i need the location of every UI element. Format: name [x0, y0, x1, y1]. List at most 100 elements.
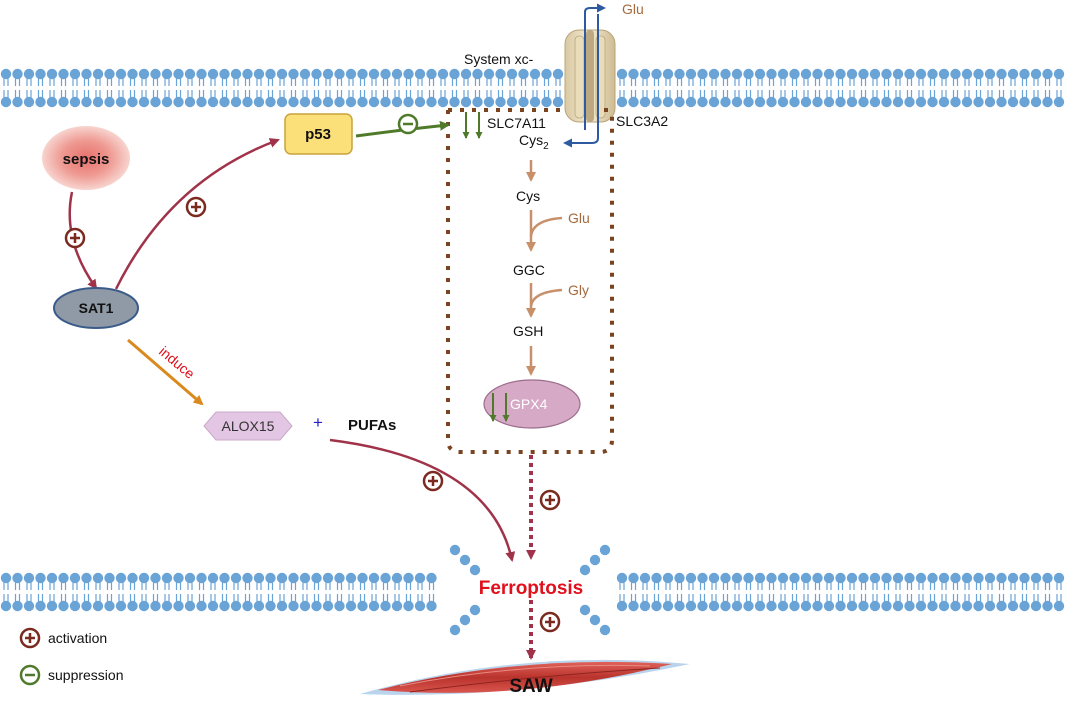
lipid-head [253, 96, 265, 108]
legend-activation-label: activation [48, 630, 107, 646]
lipid-head [299, 68, 311, 80]
lipid-head [127, 572, 138, 584]
ferroptosis-label: Ferroptosis [479, 578, 584, 599]
cys2-import-arrow [563, 14, 599, 148]
lipid-head [996, 68, 1007, 80]
cell-membrane-bottom [0, 544, 1065, 636]
lipid-head [984, 600, 996, 612]
lipid-head [299, 572, 311, 584]
lipid-head [35, 68, 46, 80]
lipid-head [368, 68, 380, 80]
lipid-head [173, 572, 184, 584]
cys2-text: Cys [519, 132, 543, 148]
lipid-head [69, 600, 81, 612]
lipid-head [812, 572, 823, 584]
lipid-head [674, 68, 685, 80]
alox15-pufas-to-ferroptosis-arrow [329, 438, 516, 562]
lipid-head [472, 96, 483, 108]
lipid-head [846, 96, 858, 108]
lipid-head [138, 572, 150, 584]
lipid-head [892, 600, 904, 612]
legend-suppression-icon [19, 664, 41, 686]
lipid-head [127, 68, 138, 80]
lipid-head [81, 600, 92, 612]
lipid-head [437, 68, 449, 80]
lipid-head [708, 96, 720, 108]
lipid-head [380, 96, 391, 108]
lipid-head [950, 600, 961, 612]
lipid-head [639, 96, 651, 108]
lipid-head [334, 572, 345, 584]
lipid-head [138, 600, 150, 612]
lipid-head [697, 68, 708, 80]
lipid-head [23, 96, 35, 108]
lipid-head [0, 96, 12, 108]
lipid-head [984, 96, 996, 108]
lipid-head [881, 96, 892, 108]
lipid-head [777, 68, 789, 80]
lipid-head [230, 68, 242, 80]
lipid-head [495, 96, 506, 108]
lipid-head [104, 572, 115, 584]
lipid-head [552, 96, 564, 108]
lipid-head [708, 68, 720, 80]
lipid-head [858, 68, 869, 80]
lipid-head [927, 600, 938, 612]
lipid-head [506, 68, 518, 80]
lipid-head [150, 68, 161, 80]
lipid-head [1019, 572, 1030, 584]
lipid-head [685, 572, 697, 584]
cell-membrane-top [0, 68, 1065, 108]
lipid-head [1042, 96, 1053, 108]
lipid-head [426, 96, 437, 108]
lipid-head [345, 600, 357, 612]
lipid-head [12, 96, 23, 108]
lipid-head [23, 600, 35, 612]
lipid-head [552, 68, 564, 80]
lipid-head [639, 572, 651, 584]
glu-input-label: Glu [568, 210, 590, 226]
lipid-head [927, 572, 938, 584]
lipid-head [35, 572, 46, 584]
lipid-head [173, 96, 184, 108]
plus-circle-icon [185, 196, 207, 218]
gpx4-label: GPX4 [510, 396, 548, 412]
lipid-head [276, 68, 288, 80]
lipid-head [127, 600, 138, 612]
lipid-head [403, 96, 414, 108]
lipid-head [426, 600, 437, 612]
cys-label: Cys [516, 188, 540, 204]
lipid-head [138, 68, 150, 80]
lipid-head [69, 572, 81, 584]
lipid-head [835, 600, 846, 612]
glu-input-arc [529, 216, 563, 237]
lipid-head [459, 554, 471, 566]
lipid-head [685, 68, 697, 80]
lipid-head [459, 614, 471, 626]
lipid-head [184, 572, 196, 584]
glu-export-arrow [584, 3, 606, 130]
lipid-head [104, 68, 115, 80]
lipid-head [599, 624, 611, 636]
lipid-head [927, 96, 938, 108]
lipid-head [743, 96, 754, 108]
minus-circle-icon [397, 113, 419, 135]
lipid-head [196, 600, 207, 612]
lipid-head [904, 68, 915, 80]
lipid-head [161, 600, 173, 612]
lipid-head [800, 572, 812, 584]
lipid-head [766, 600, 777, 612]
lipid-head [846, 600, 858, 612]
lipid-head [242, 600, 253, 612]
lipid-head [368, 572, 380, 584]
lipid-head [311, 68, 322, 80]
lipid-head [58, 68, 69, 80]
lipid-head [662, 68, 674, 80]
lipid-head [81, 96, 92, 108]
lipid-head [276, 96, 288, 108]
lipid-head [288, 68, 299, 80]
sepsis-label: sepsis [63, 151, 110, 168]
lipid-head [242, 68, 253, 80]
lipid-head [265, 68, 276, 80]
